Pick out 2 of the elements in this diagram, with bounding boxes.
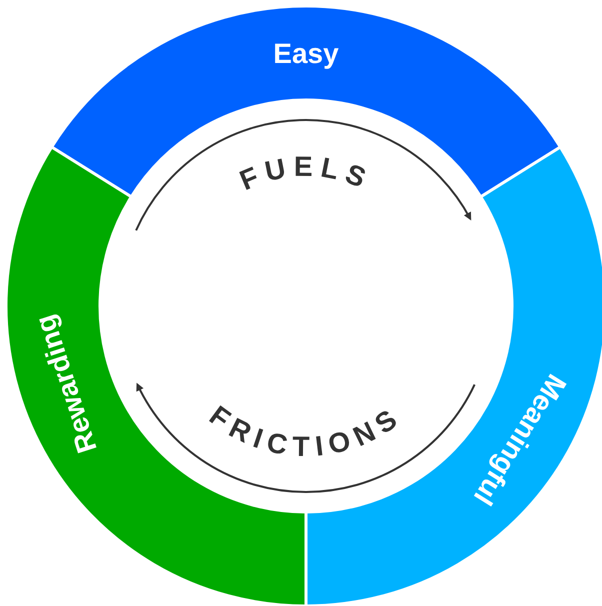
arc-label: FUELS xyxy=(235,150,377,196)
segment-label: Easy xyxy=(273,38,339,69)
